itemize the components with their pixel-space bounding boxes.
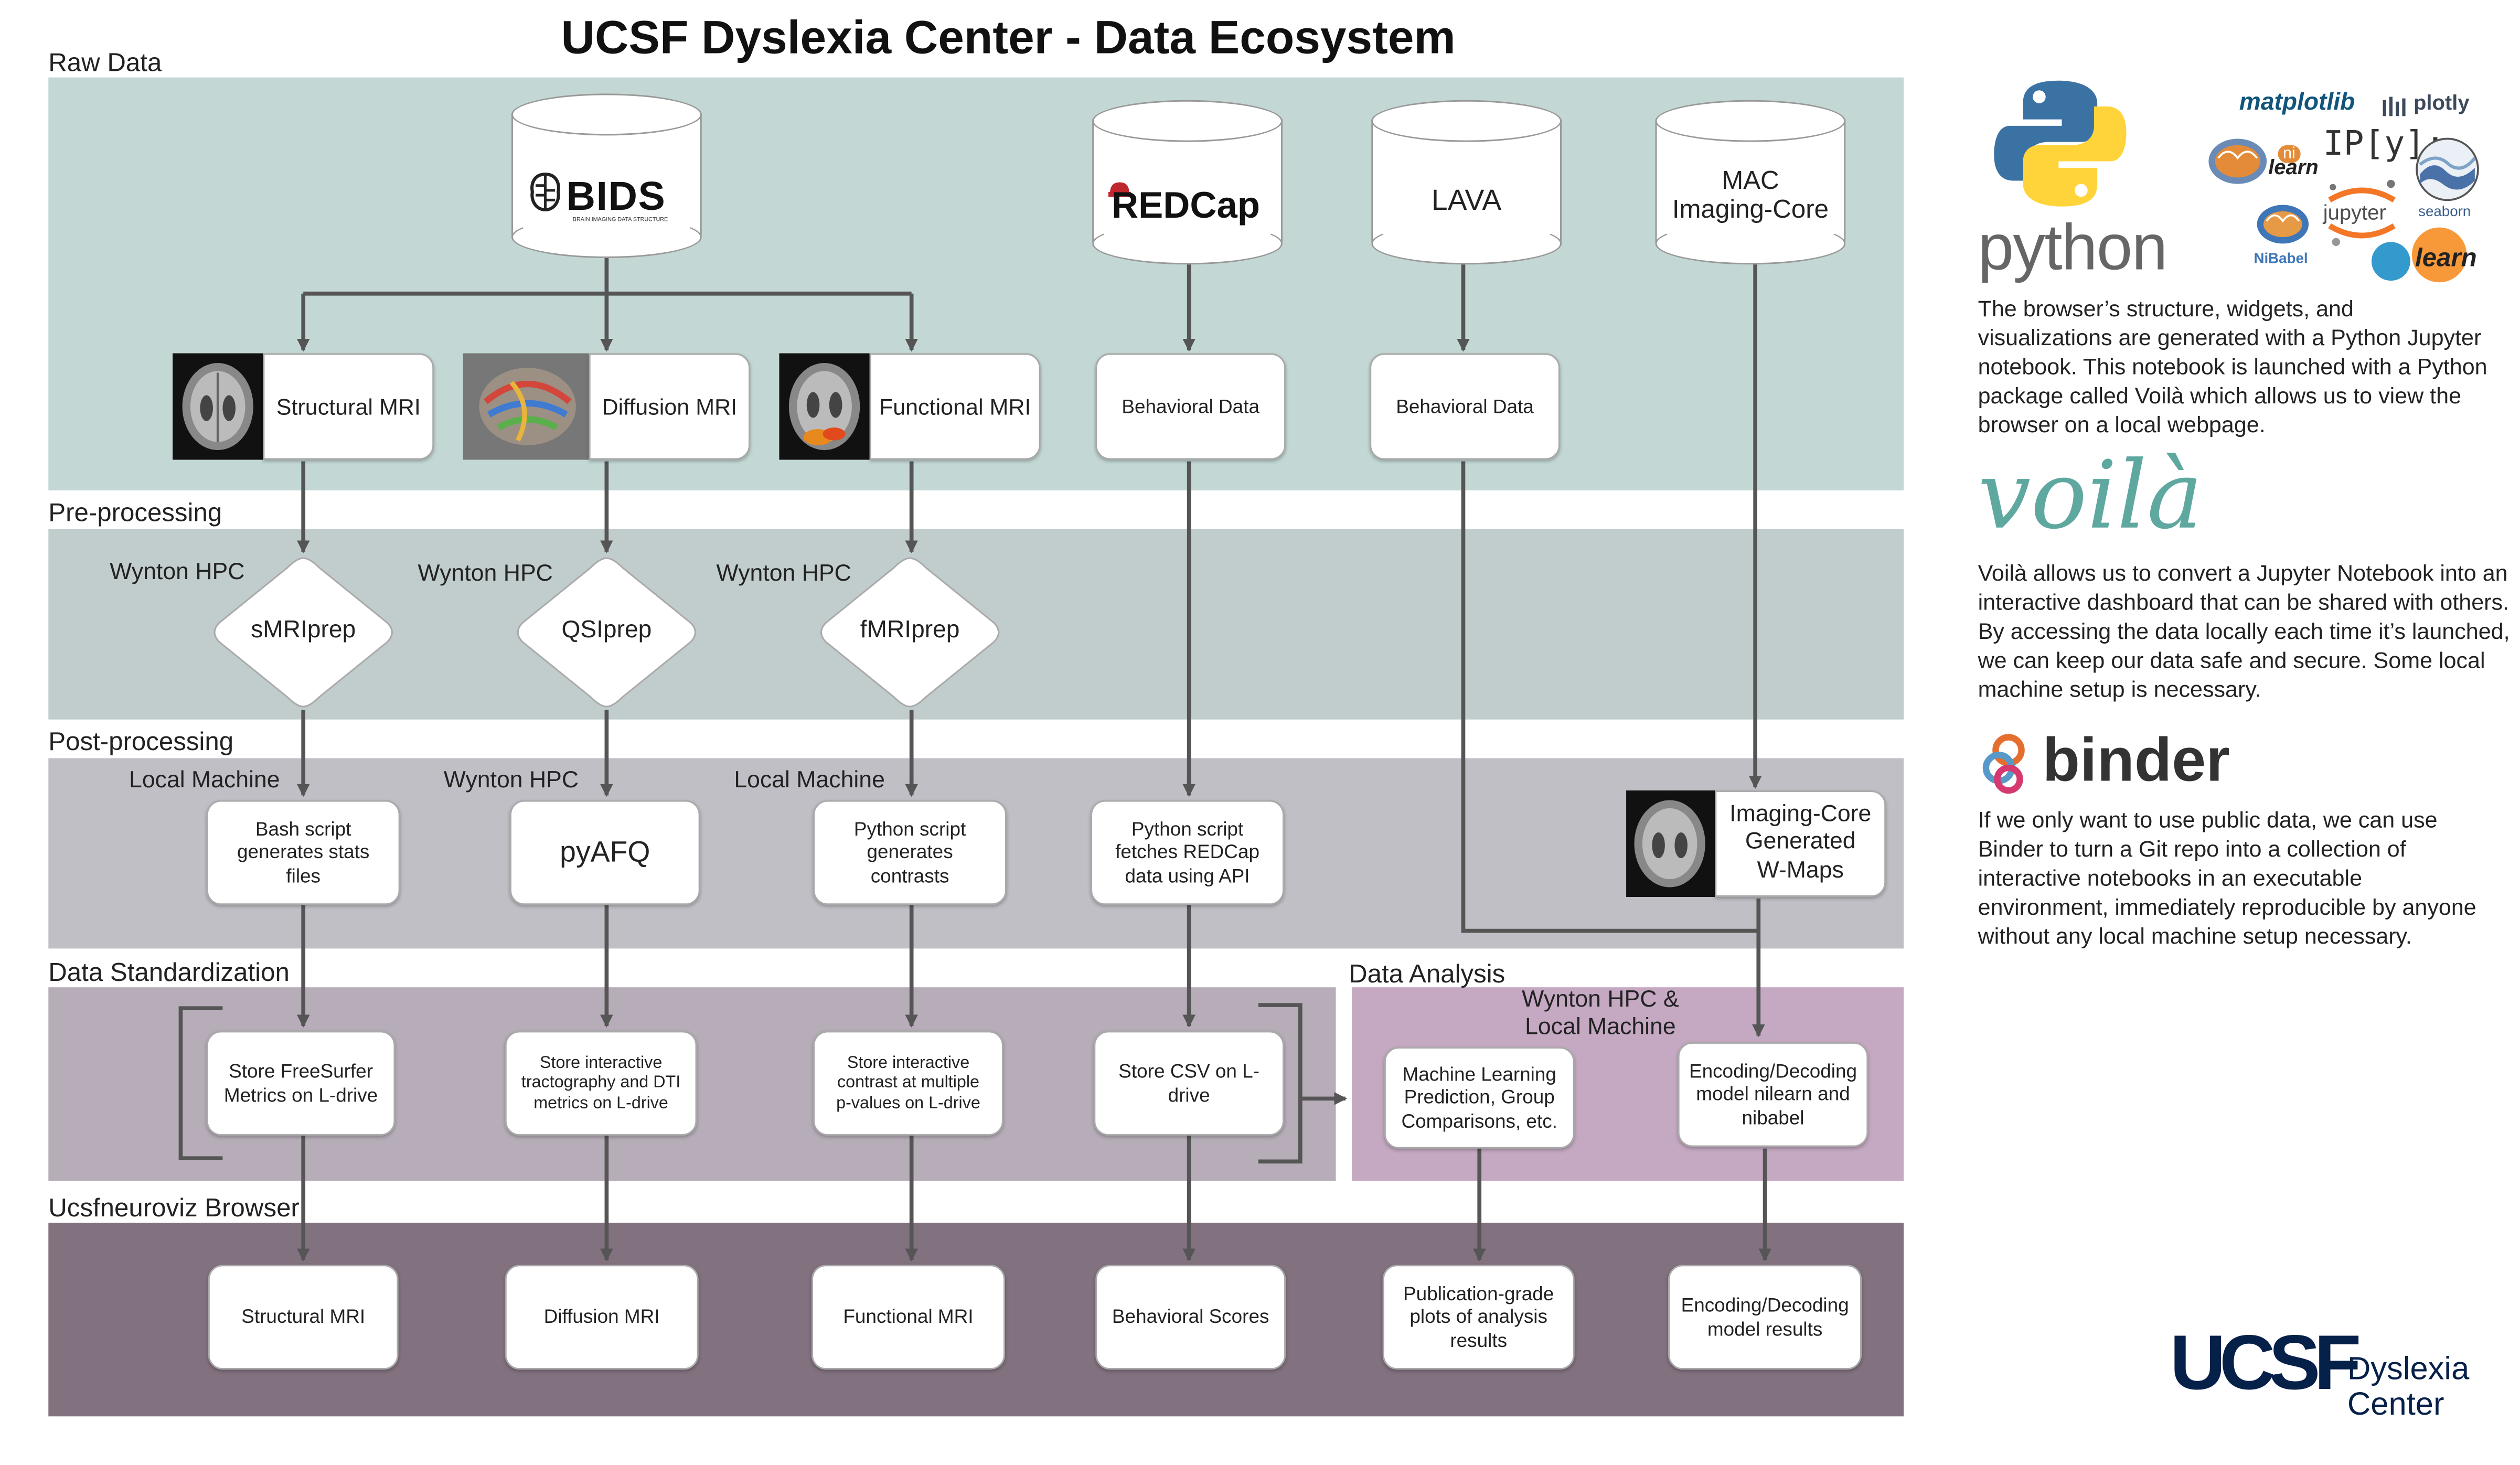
pre-location-1: Wynton HPC xyxy=(110,560,245,586)
jupyter-icon xyxy=(2323,177,2401,248)
pre-location-2: Wynton HPC xyxy=(418,561,553,587)
matplotlib-logo: matplotlib xyxy=(2239,89,2355,116)
section-raw-data: Raw Data xyxy=(48,50,162,78)
binder-icon xyxy=(1981,732,2036,794)
ucsf-logo: UCSF xyxy=(2170,1321,2362,1407)
voila-wordmark: voilà xyxy=(1978,440,2203,550)
python-logo-icon xyxy=(1991,74,2129,212)
redcap-database: REDCap xyxy=(1092,100,1283,265)
sklearn-icon xyxy=(2371,226,2475,284)
structural-mri-thumbnail xyxy=(173,353,263,460)
section-browser: Ucsfneuroviz Browser xyxy=(48,1195,300,1223)
bash-script-box: Bash script generates stats files xyxy=(206,800,400,905)
qsiprep-step: QSIprep xyxy=(510,555,703,710)
mac-label: MAC Imaging-Core xyxy=(1672,167,1829,225)
brain-icon xyxy=(528,171,563,213)
mac-imaging-core-database: MAC Imaging-Core xyxy=(1655,100,1846,265)
lava-database: LAVA xyxy=(1371,100,1562,265)
dyslexia-label: Dyslexia xyxy=(2347,1352,2470,1387)
seaborn-icon xyxy=(2414,135,2481,203)
section-data-standardization: Data Standardization xyxy=(48,959,290,988)
section-postprocessing: Post-processing xyxy=(48,729,234,757)
functional-mri-thumbnail xyxy=(779,353,870,460)
store-tractography-box: Store interactive tractography and DTI m… xyxy=(505,1031,697,1136)
bids-logo-text: BIDS xyxy=(566,174,666,220)
raw-behavioral-data-lava: Behavioral Data xyxy=(1370,353,1561,460)
fmriprep-step: fMRIprep xyxy=(813,555,1007,710)
machine-learning-box: Machine Learning Prediction, Group Compa… xyxy=(1384,1046,1575,1149)
post-location-2: Wynton HPC xyxy=(443,767,579,794)
section-preprocessing: Pre-processing xyxy=(48,500,222,528)
python-redcap-api-box: Python script fetches REDCap data using … xyxy=(1091,800,1285,905)
bids-logo-subtitle: BRAIN IMAGING DATA STRUCTURE xyxy=(572,216,668,223)
browser-functional-mri: Functional MRI xyxy=(811,1265,1006,1370)
store-contrast-box: Store interactive contrast at multiple p… xyxy=(813,1031,1003,1136)
binder-description: If we only want to use public data, we c… xyxy=(1978,806,2476,949)
encoding-decoding-box: Encoding/Decoding model nilearn and niba… xyxy=(1678,1042,1868,1147)
post-location-1: Local Machine xyxy=(129,767,280,794)
jupyter-logo: jupyter xyxy=(2323,200,2386,224)
diffusion-mri-thumbnail xyxy=(463,353,589,460)
nilearn-brain-icon xyxy=(2205,135,2270,187)
seaborn-logo: seaborn xyxy=(2418,203,2471,220)
browser-structural-mri: Structural MRI xyxy=(208,1265,399,1370)
analysis-location: Wynton HPC & Local Machine xyxy=(1522,987,1679,1041)
w-maps-thumbnail xyxy=(1626,790,1715,897)
python-wordmark: python xyxy=(1978,212,2168,284)
plotly-logo: plotly xyxy=(2413,90,2470,115)
store-freesurfer-box: Store FreeSurfer Metrics on L-drive xyxy=(206,1031,396,1136)
python-contrasts-box: Python script generates contrasts xyxy=(813,800,1007,905)
browser-publication-plots: Publication-grade plots of analysis resu… xyxy=(1382,1265,1575,1370)
bids-database: BIDS BRAIN IMAGING DATA STRUCTURE xyxy=(511,93,702,259)
plotly-icon xyxy=(2381,93,2410,116)
qsiprep-label: QSIprep xyxy=(561,616,652,644)
post-location-3: Local Machine xyxy=(734,767,885,794)
browser-diffusion-mri: Diffusion MRI xyxy=(505,1265,699,1370)
python-description: The browser’s structure, widgets, and vi… xyxy=(1978,295,2487,437)
nilearn-logo: learn xyxy=(2268,155,2319,179)
voila-description: Voilà allows us to convert a Jupyter Not… xyxy=(1978,560,2510,702)
pyafq-box: pyAFQ xyxy=(509,800,700,905)
redcap-logo-text: REDCap xyxy=(1112,184,1261,226)
lava-label: LAVA xyxy=(1431,184,1502,217)
imaging-core-wmaps-box: Imaging-Core Generated W-Maps xyxy=(1715,790,1886,897)
nibabel-logo: NiBabel xyxy=(2254,250,2308,266)
pre-location-3: Wynton HPC xyxy=(716,561,851,587)
smriprep-label: sMRIprep xyxy=(251,616,356,644)
raw-functional-mri: Functional MRI xyxy=(869,353,1041,460)
nilearn-logo-ni: ni xyxy=(2278,145,2301,163)
sklearn-logo: learn xyxy=(2415,245,2477,273)
nibabel-brain-icon xyxy=(2254,201,2312,247)
binder-wordmark: binder xyxy=(2042,728,2230,796)
store-csv-box: Store CSV on L-drive xyxy=(1094,1031,1285,1136)
diagram-title: UCSF Dyslexia Center - Data Ecosystem xyxy=(561,13,1456,65)
fmriprep-label: fMRIprep xyxy=(860,616,960,644)
raw-structural-mri: Structural MRI xyxy=(263,353,434,460)
redcap-logo-icon xyxy=(1108,177,1131,197)
center-label: Center xyxy=(2347,1387,2444,1423)
section-data-analysis: Data Analysis xyxy=(1349,961,1505,989)
smriprep-step: sMRIprep xyxy=(207,555,400,710)
raw-behavioral-data-redcap: Behavioral Data xyxy=(1095,353,1286,460)
raw-diffusion-mri: Diffusion MRI xyxy=(589,353,751,460)
browser-encoding-results: Encoding/Decoding model results xyxy=(1668,1265,1862,1370)
browser-behavioral-scores: Behavioral Scores xyxy=(1095,1265,1286,1370)
